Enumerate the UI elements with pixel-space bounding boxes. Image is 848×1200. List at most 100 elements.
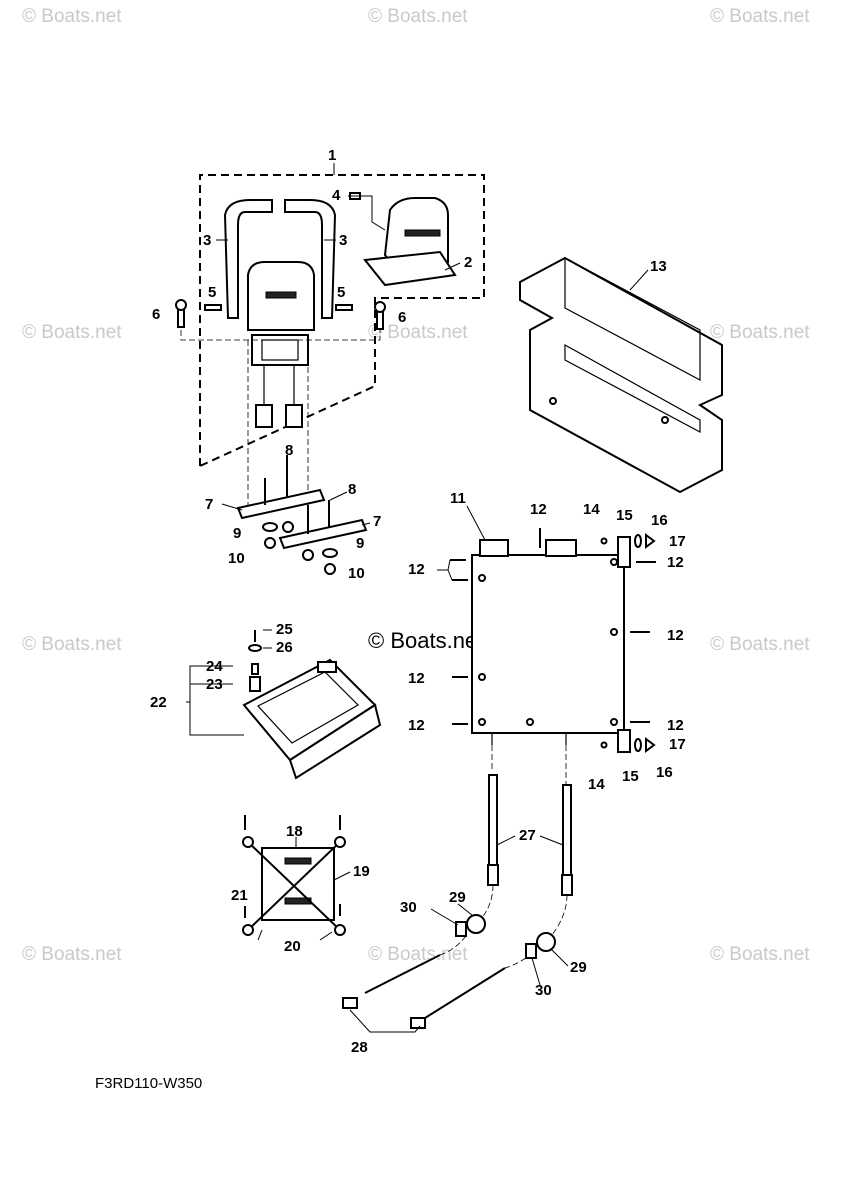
callout: 29 bbox=[570, 959, 587, 976]
panel-label bbox=[265, 291, 297, 299]
callout: 27 bbox=[519, 827, 536, 844]
washer-9 bbox=[322, 548, 338, 558]
callout: 5 bbox=[208, 284, 216, 301]
callout: 22 bbox=[150, 694, 167, 711]
leader-22b bbox=[189, 702, 244, 736]
part-16 bbox=[634, 534, 642, 548]
washer-26 bbox=[248, 644, 262, 652]
callout: 15 bbox=[622, 768, 639, 785]
plate-body bbox=[471, 554, 625, 734]
cable-end bbox=[487, 864, 499, 886]
cables bbox=[342, 745, 573, 1033]
cable-27-right bbox=[562, 784, 572, 876]
callout: 12 bbox=[408, 561, 425, 578]
cable-path bbox=[439, 935, 467, 956]
leader-27 bbox=[539, 835, 564, 846]
callout: 12 bbox=[530, 501, 547, 518]
leader-20 bbox=[319, 931, 333, 941]
callout: 9 bbox=[233, 525, 241, 542]
cable-path bbox=[504, 957, 527, 969]
leader-8 bbox=[329, 491, 348, 501]
part-24 bbox=[251, 663, 259, 675]
cable-28-end bbox=[410, 1017, 426, 1029]
connector-29 bbox=[466, 914, 486, 934]
callout: 24 bbox=[206, 658, 223, 675]
callout: 30 bbox=[535, 982, 552, 999]
callout: 10 bbox=[348, 565, 365, 582]
nut-10 bbox=[282, 521, 294, 533]
leader-12 bbox=[437, 559, 451, 571]
callout: 3 bbox=[339, 232, 347, 249]
part-17 bbox=[645, 737, 656, 753]
leader-7 bbox=[361, 522, 371, 526]
leader-2 bbox=[444, 262, 461, 271]
callout: 7 bbox=[373, 513, 381, 530]
callout: 13 bbox=[650, 258, 667, 275]
callout: 12 bbox=[667, 554, 684, 571]
leader-20 bbox=[257, 929, 263, 941]
connector-left bbox=[255, 404, 273, 428]
leader-4b bbox=[362, 195, 386, 231]
callout: 14 bbox=[588, 776, 605, 793]
callout: 21 bbox=[231, 887, 248, 904]
cable-28-end bbox=[342, 997, 358, 1009]
strap-end bbox=[242, 924, 254, 936]
cable-path bbox=[479, 884, 494, 921]
screw-hole bbox=[478, 673, 486, 681]
cable-path bbox=[551, 894, 568, 936]
bracket-shelf-lower bbox=[564, 343, 701, 433]
control-panel-assembly bbox=[175, 163, 485, 540]
callout: 5 bbox=[337, 284, 345, 301]
callout: 30 bbox=[400, 899, 417, 916]
strap-end bbox=[334, 924, 346, 936]
screw-5-right bbox=[335, 304, 353, 311]
connector-right bbox=[285, 404, 303, 428]
washer-9 bbox=[262, 522, 278, 532]
screw-hole bbox=[610, 718, 618, 726]
assembly-boundary bbox=[199, 174, 485, 467]
cable-28 bbox=[364, 954, 441, 994]
module-22 bbox=[186, 629, 382, 780]
callout: 17 bbox=[669, 533, 686, 550]
callout: 12 bbox=[667, 717, 684, 734]
screw-5-left bbox=[204, 304, 222, 311]
callout: 1 bbox=[328, 147, 336, 164]
strap-19 bbox=[247, 841, 341, 931]
bolt-guide-line bbox=[180, 330, 381, 341]
leader-29 bbox=[457, 903, 473, 916]
center-watermark: © Boats.net bbox=[368, 628, 483, 653]
ecu-plate bbox=[437, 505, 656, 753]
module-body bbox=[242, 658, 377, 762]
cable-27-left bbox=[488, 774, 498, 866]
mount-plate-lower bbox=[278, 518, 368, 550]
bolt-6-left-head bbox=[175, 299, 187, 311]
watermark: © Boats.net bbox=[22, 322, 122, 343]
callout: 19 bbox=[353, 863, 370, 880]
callout: 25 bbox=[276, 621, 293, 638]
nut-10 bbox=[264, 537, 276, 549]
callout: 4 bbox=[332, 187, 341, 204]
watermark: © Boats.net bbox=[368, 944, 468, 965]
callout: 2 bbox=[464, 254, 472, 271]
callout: 28 bbox=[351, 1039, 368, 1056]
watermark: © Boats.net bbox=[22, 6, 122, 27]
watermarks: © Boats.net © Boats.net © Boats.net © Bo… bbox=[22, 6, 810, 965]
callout: 20 bbox=[284, 938, 301, 955]
mount-plate-upper bbox=[236, 488, 326, 520]
callout: 8 bbox=[285, 442, 293, 459]
leader-12 bbox=[447, 569, 453, 581]
watermark: © Boats.net bbox=[710, 634, 810, 655]
watermark: © Boats.net bbox=[368, 6, 468, 27]
watermark: © Boats.net bbox=[710, 322, 810, 343]
leader-7 bbox=[221, 503, 243, 511]
callout: 6 bbox=[398, 309, 406, 326]
callout: 3 bbox=[203, 232, 211, 249]
callout: 6 bbox=[152, 306, 160, 323]
drawing-code: F3RD110-W350 bbox=[95, 1075, 202, 1092]
leader-29 bbox=[551, 949, 569, 967]
callout: 12 bbox=[667, 627, 684, 644]
left-bracket bbox=[223, 199, 273, 319]
part-23 bbox=[249, 676, 261, 692]
callout: 10 bbox=[228, 550, 245, 567]
